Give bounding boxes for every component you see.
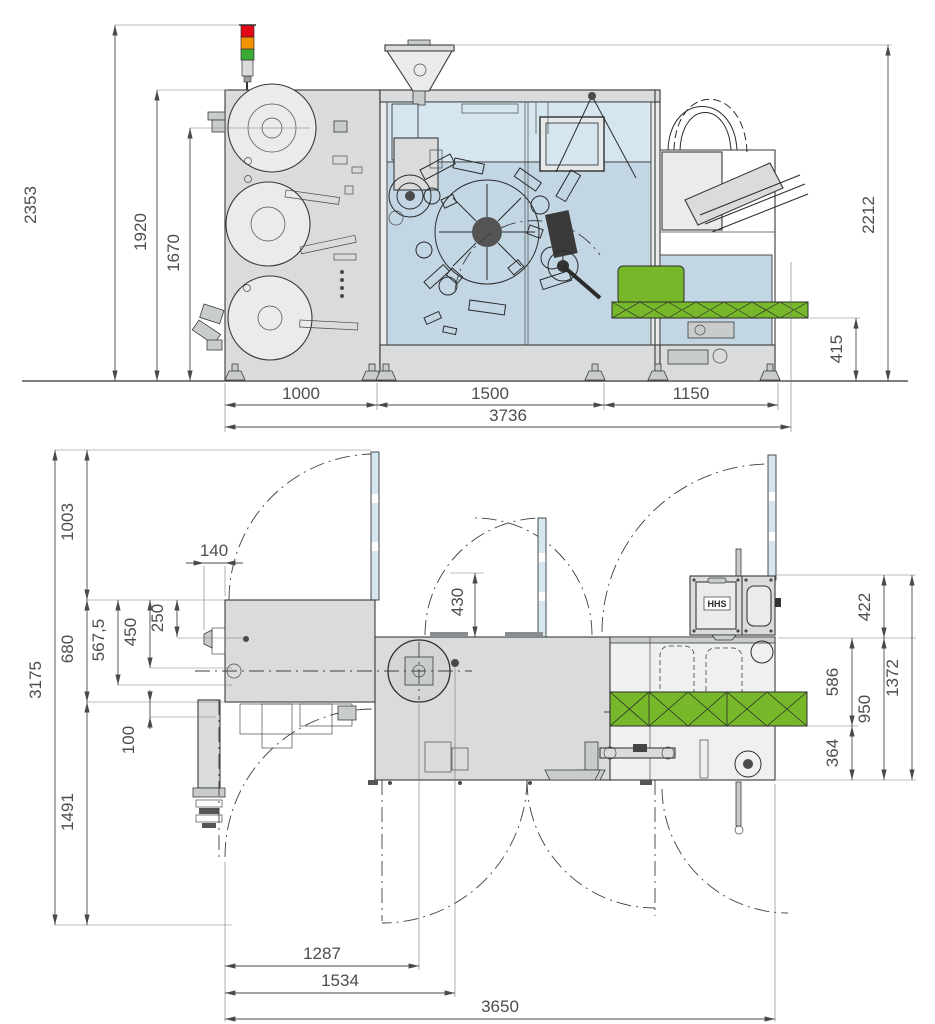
dim-label-front-zone-depth: 1491: [58, 793, 77, 831]
dim-label-hopper-height: 2212: [859, 196, 878, 234]
hopper-funnel: [384, 39, 455, 106]
door-swing-arc: [474, 517, 593, 636]
open-door-panels: [370, 451, 777, 638]
side-bracket-top: [207, 111, 226, 121]
plan-machine-body: HHS: [192, 548, 808, 858]
signal-tower: [239, 24, 256, 90]
dim-label-364: 364: [823, 739, 842, 767]
carton-stacker: [684, 162, 784, 226]
dim-label-body-depth: 680: [58, 635, 77, 663]
dim-label-950: 950: [855, 695, 874, 723]
dim-label-plan-total-width: 3650: [481, 997, 519, 1016]
outfeed-conveyor-plan: [609, 691, 808, 727]
conveyor-drive: [687, 321, 735, 339]
dim-label-unwind-width: 1000: [282, 384, 320, 403]
dim-label-250: 250: [148, 604, 167, 632]
dim-label-outfeed-width: 1150: [673, 384, 710, 403]
edge-connector: [211, 627, 226, 655]
dim-label-586: 586: [823, 668, 842, 696]
signal-light-red: [240, 24, 255, 38]
door-swing-arc: [424, 517, 543, 636]
dim-label-door-zone-depth: 1003: [58, 503, 77, 541]
signal-light-orange: [240, 36, 255, 50]
dim-label-reel-axis-height: 1670: [164, 234, 183, 272]
main-cabinet: [379, 39, 661, 382]
dim-label-422: 422: [855, 593, 874, 621]
glue-unit-box: HHS: [689, 575, 781, 641]
dim-label-outfeed-height: 415: [827, 335, 846, 363]
film-reel-bottom: [227, 275, 359, 361]
door-panel: [767, 454, 777, 581]
door-swing-arc: [381, 779, 528, 924]
unwind-cabinet: [191, 24, 381, 382]
dim-label-450: 450: [121, 618, 140, 646]
dim-label-430: 430: [448, 588, 467, 616]
product-dispenser: [388, 103, 443, 226]
door-swing-arc: [224, 708, 374, 858]
side-bracket-bottom: [191, 303, 225, 351]
dim-label-total-height: 2353: [21, 186, 40, 224]
paper-web-loops: [667, 98, 748, 153]
outfeed-conveyor-front: [611, 301, 809, 319]
machine-feet: [224, 363, 781, 381]
dim-label-1287: 1287: [303, 944, 341, 963]
glue-unit-label: HHS: [707, 599, 726, 609]
dim-label-100: 100: [119, 726, 138, 754]
control-monitor: [539, 116, 605, 172]
film-reel-middle: [225, 181, 357, 267]
unwind-block-plan: [224, 599, 376, 703]
dim-label-567-5: 567,5: [89, 619, 108, 662]
plan-view: HHS: [26, 449, 916, 1022]
dim-label-total-width: 3736: [489, 406, 527, 425]
carton-magazine: [617, 265, 685, 305]
dim-label-1372: 1372: [883, 659, 902, 697]
dim-label-1534: 1534: [321, 971, 359, 990]
labeller-unit-plan: [192, 699, 226, 858]
dim-label-body-height: 1920: [131, 213, 150, 251]
dim-label-140: 140: [200, 541, 228, 560]
door-swing-arc: [526, 779, 656, 909]
front-view: 2353 1920 1670 2212 415 1000 1500 1150 3…: [21, 24, 908, 432]
door-swing-arc: [228, 453, 376, 601]
base-skirt: [379, 344, 661, 382]
bottom-fittings-plan: [368, 739, 709, 785]
dim-label-total-depth: 3175: [26, 661, 45, 699]
door-panel: [370, 451, 380, 601]
door-panel: [537, 517, 547, 638]
signal-light-green: [240, 48, 255, 61]
plan-dimensions: 3175 1003 680 1491 567,5 450 250 100 140…: [26, 449, 916, 1022]
outfeed-module: [611, 98, 809, 382]
door-swing-arc: [661, 788, 789, 914]
plan-attachments: [239, 703, 469, 773]
forming-carousel: [415, 92, 637, 336]
front-dimensions: 2353 1920 1670 2212 415 1000 1500 1150 3…: [21, 24, 892, 432]
dim-label-main-width: 1500: [471, 384, 509, 403]
door-swing-arc: [601, 463, 771, 633]
